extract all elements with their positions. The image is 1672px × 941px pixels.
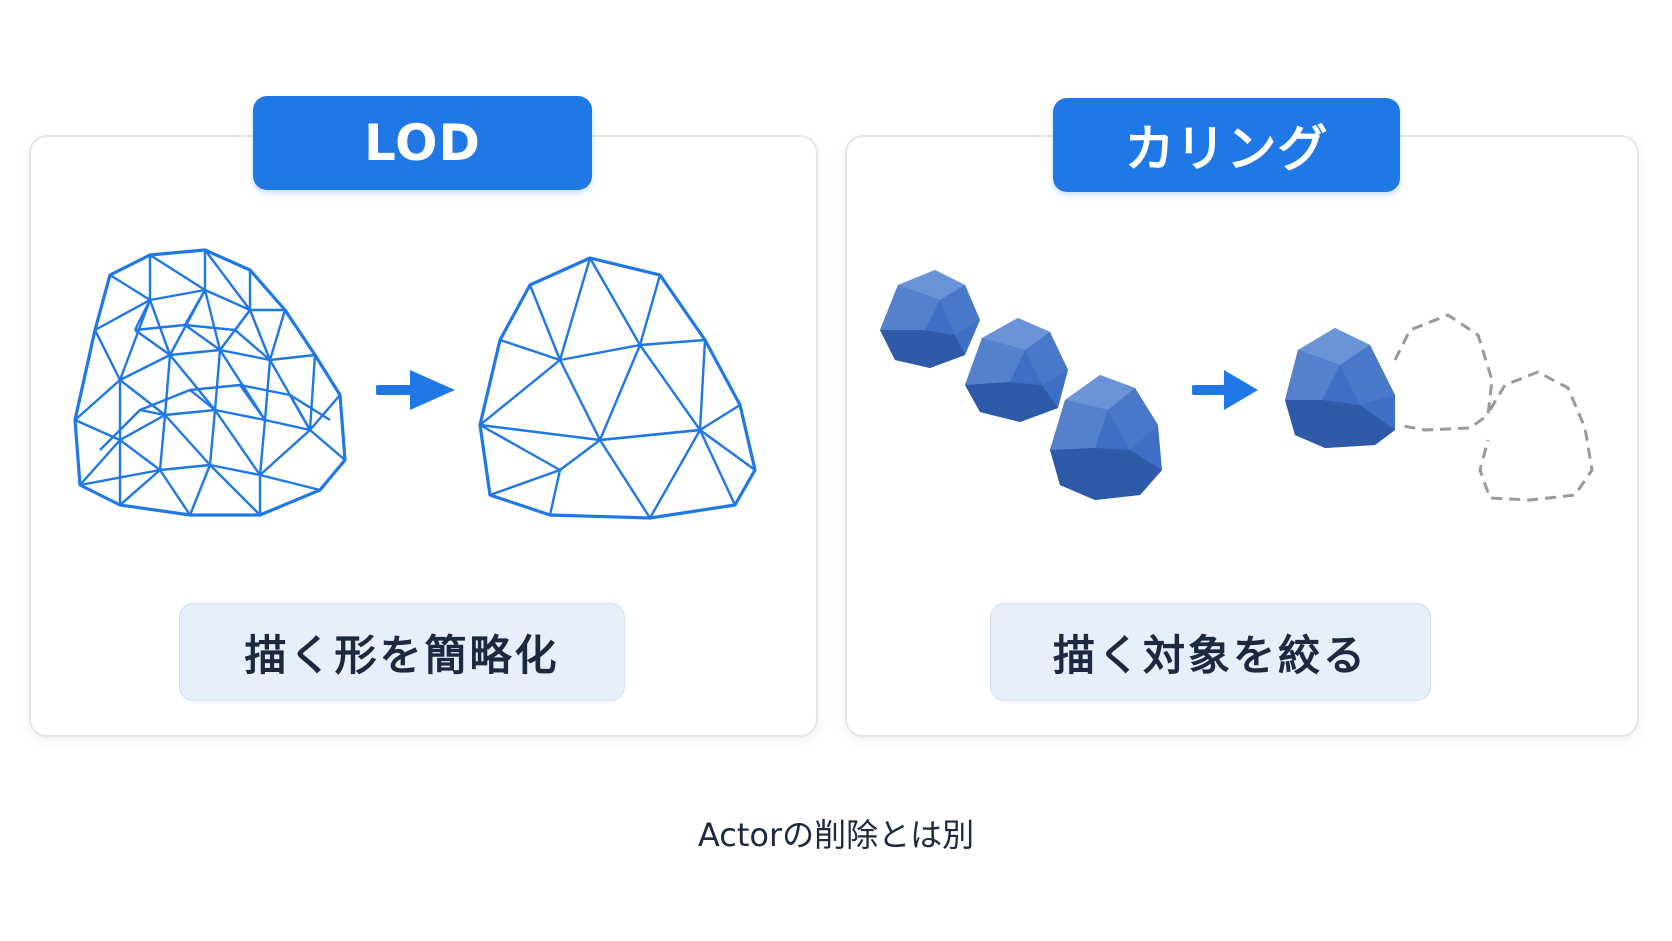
rock-visible <box>1285 328 1395 448</box>
culling-caption: 描く対象を絞る <box>990 603 1431 701</box>
rock-1 <box>880 270 980 368</box>
high-poly-mesh <box>73 248 347 517</box>
culled-rock-outlines <box>1393 313 1594 502</box>
lod-title: LOD <box>253 96 592 190</box>
footer-note: Actorの削除とは別 <box>697 816 975 854</box>
lod-caption: 描く形を簡略化 <box>179 603 625 701</box>
rock-2 <box>965 318 1068 422</box>
rock-3 <box>1050 375 1162 500</box>
culling-arrow <box>1192 370 1258 410</box>
lod-arrow <box>376 370 455 410</box>
culling-title: カリング <box>1053 98 1400 192</box>
low-poly-mesh <box>478 256 757 520</box>
